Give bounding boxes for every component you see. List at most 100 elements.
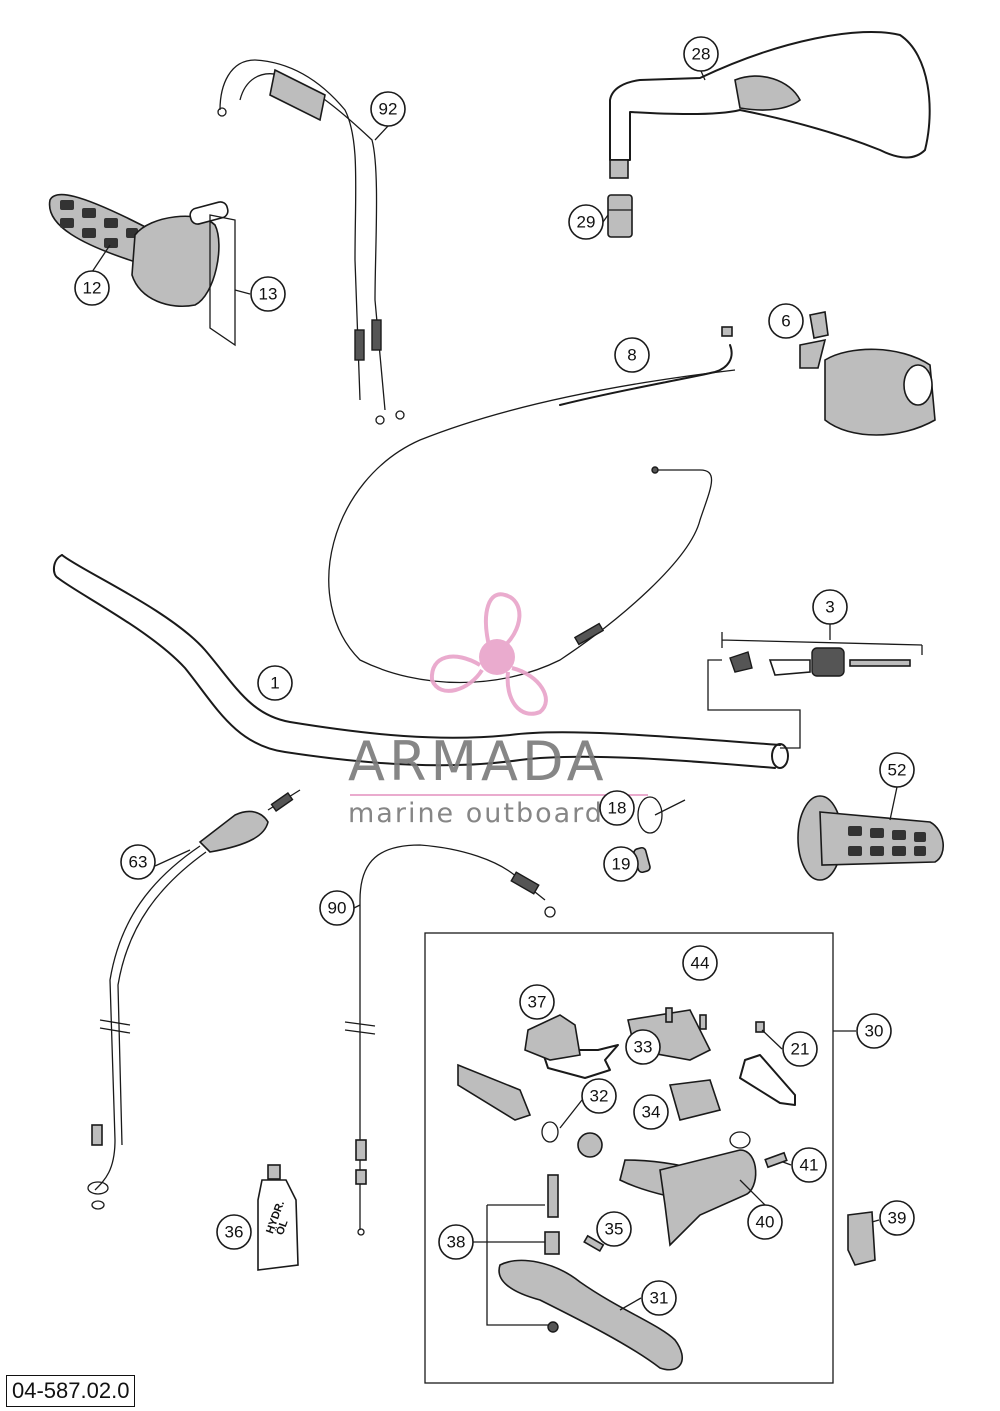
callout-circle bbox=[568, 204, 604, 240]
callout-number: 52 bbox=[888, 761, 907, 780]
watermark-tagline: marine outboards bbox=[348, 798, 620, 829]
part-callout-37: 37 bbox=[519, 984, 555, 1020]
mirror bbox=[607, 30, 931, 238]
throttle-grip-assembly bbox=[48, 193, 236, 347]
callout-circle bbox=[120, 844, 156, 880]
cable-tie bbox=[633, 796, 686, 874]
cable-8 bbox=[559, 326, 733, 406]
leader-line-92 bbox=[374, 125, 389, 141]
callout-number: 92 bbox=[379, 100, 398, 119]
part-callout-1: 1 bbox=[257, 665, 293, 701]
callout-circle bbox=[812, 589, 848, 625]
callout-circle bbox=[599, 790, 635, 826]
callout-circle bbox=[682, 945, 718, 981]
callout-number: 3 bbox=[825, 598, 834, 617]
part-callout-38: 38 bbox=[438, 1224, 474, 1260]
throttle-cables bbox=[217, 59, 405, 425]
callout-circle bbox=[370, 91, 406, 127]
callout-circle bbox=[782, 1031, 818, 1067]
callout-number: 8 bbox=[627, 346, 636, 365]
callout-circle bbox=[614, 337, 650, 373]
part-callout-34: 34 bbox=[633, 1094, 669, 1130]
callout-number: 36 bbox=[225, 1223, 244, 1242]
callout-number: 41 bbox=[800, 1156, 819, 1175]
callout-number: 44 bbox=[691, 954, 710, 973]
callout-number: 18 bbox=[608, 799, 627, 818]
callout-number: 12 bbox=[83, 279, 102, 298]
leader-line-29 bbox=[602, 214, 609, 223]
part-callout-8: 8 bbox=[614, 337, 650, 373]
part-callout-12: 12 bbox=[74, 270, 110, 306]
part-callout-13: 13 bbox=[250, 276, 286, 312]
callout-number: 29 bbox=[577, 213, 596, 232]
part-callout-31: 31 bbox=[641, 1280, 677, 1316]
speedometer-cable bbox=[87, 789, 301, 1210]
propeller-hub bbox=[479, 639, 515, 675]
callout-circle bbox=[250, 276, 286, 312]
callout-circle bbox=[257, 665, 293, 701]
callout-circle bbox=[768, 303, 804, 339]
leader-line-21 bbox=[761, 1029, 783, 1050]
callout-circle bbox=[879, 1200, 915, 1236]
part-callout-44: 44 bbox=[682, 945, 718, 981]
part-callout-33: 33 bbox=[625, 1029, 661, 1065]
part-callout-6: 6 bbox=[768, 303, 804, 339]
part-callout-30: 30 bbox=[856, 1013, 892, 1049]
callout-circle bbox=[791, 1147, 827, 1183]
part-callout-52: 52 bbox=[879, 752, 915, 788]
part-callout-3: 3 bbox=[812, 589, 848, 625]
part-callout-21: 21 bbox=[782, 1031, 818, 1067]
part-39-clip bbox=[847, 1211, 876, 1266]
propeller-logo bbox=[429, 592, 548, 716]
callout-circle bbox=[641, 1280, 677, 1316]
part-callout-29: 29 bbox=[568, 204, 604, 240]
leader-line-31 bbox=[619, 1297, 642, 1311]
callout-number: 32 bbox=[590, 1087, 609, 1106]
part-callout-36: 36 bbox=[216, 1214, 252, 1250]
callout-number: 6 bbox=[781, 312, 790, 331]
callout-number: 21 bbox=[791, 1040, 810, 1059]
part-callout-32: 32 bbox=[581, 1078, 617, 1114]
bottle-label-oel: ÖL bbox=[273, 1218, 291, 1237]
callout-circle bbox=[683, 36, 719, 72]
part-callout-41: 41 bbox=[791, 1147, 827, 1183]
callout-circle bbox=[625, 1029, 661, 1065]
part-callout-39: 39 bbox=[879, 1200, 915, 1236]
callout-number: 90 bbox=[328, 899, 347, 918]
callout-circle bbox=[596, 1211, 632, 1247]
part-callout-90: 90 bbox=[319, 890, 355, 926]
part-callout-40: 40 bbox=[747, 1204, 783, 1240]
part-callout-35: 35 bbox=[596, 1211, 632, 1247]
part-callout-92: 92 bbox=[370, 91, 406, 127]
callout-number: 38 bbox=[447, 1233, 466, 1252]
leader-line-63 bbox=[154, 849, 191, 867]
callout-circle bbox=[438, 1224, 474, 1260]
callout-circle bbox=[319, 890, 355, 926]
leader-line-90 bbox=[353, 904, 361, 909]
leader-line-52 bbox=[889, 786, 898, 821]
cable-loop bbox=[328, 369, 736, 684]
switch-housing bbox=[799, 311, 936, 436]
callout-number: 40 bbox=[756, 1213, 775, 1232]
brake-assembly-box bbox=[424, 932, 834, 1384]
drawing-code: 04-587.02.0 bbox=[6, 1375, 136, 1407]
handlebar bbox=[52, 554, 789, 769]
callout-number: 13 bbox=[259, 285, 278, 304]
callout-number: 35 bbox=[605, 1220, 624, 1239]
leader-line-28 bbox=[700, 70, 706, 81]
callout-circle bbox=[747, 1204, 783, 1240]
callout-circle bbox=[581, 1078, 617, 1114]
callout-number: 28 bbox=[692, 45, 711, 64]
callout-circle bbox=[216, 1214, 252, 1250]
part-callout-28: 28 bbox=[683, 36, 719, 72]
callout-circle bbox=[519, 984, 555, 1020]
leader-line-41 bbox=[782, 1161, 792, 1166]
callout-number: 19 bbox=[612, 855, 631, 874]
callout-circle bbox=[603, 846, 639, 882]
callout-number: 37 bbox=[528, 993, 547, 1012]
left-grip bbox=[797, 795, 944, 881]
callout-number: 30 bbox=[865, 1022, 884, 1041]
leader-line-12 bbox=[91, 244, 111, 273]
